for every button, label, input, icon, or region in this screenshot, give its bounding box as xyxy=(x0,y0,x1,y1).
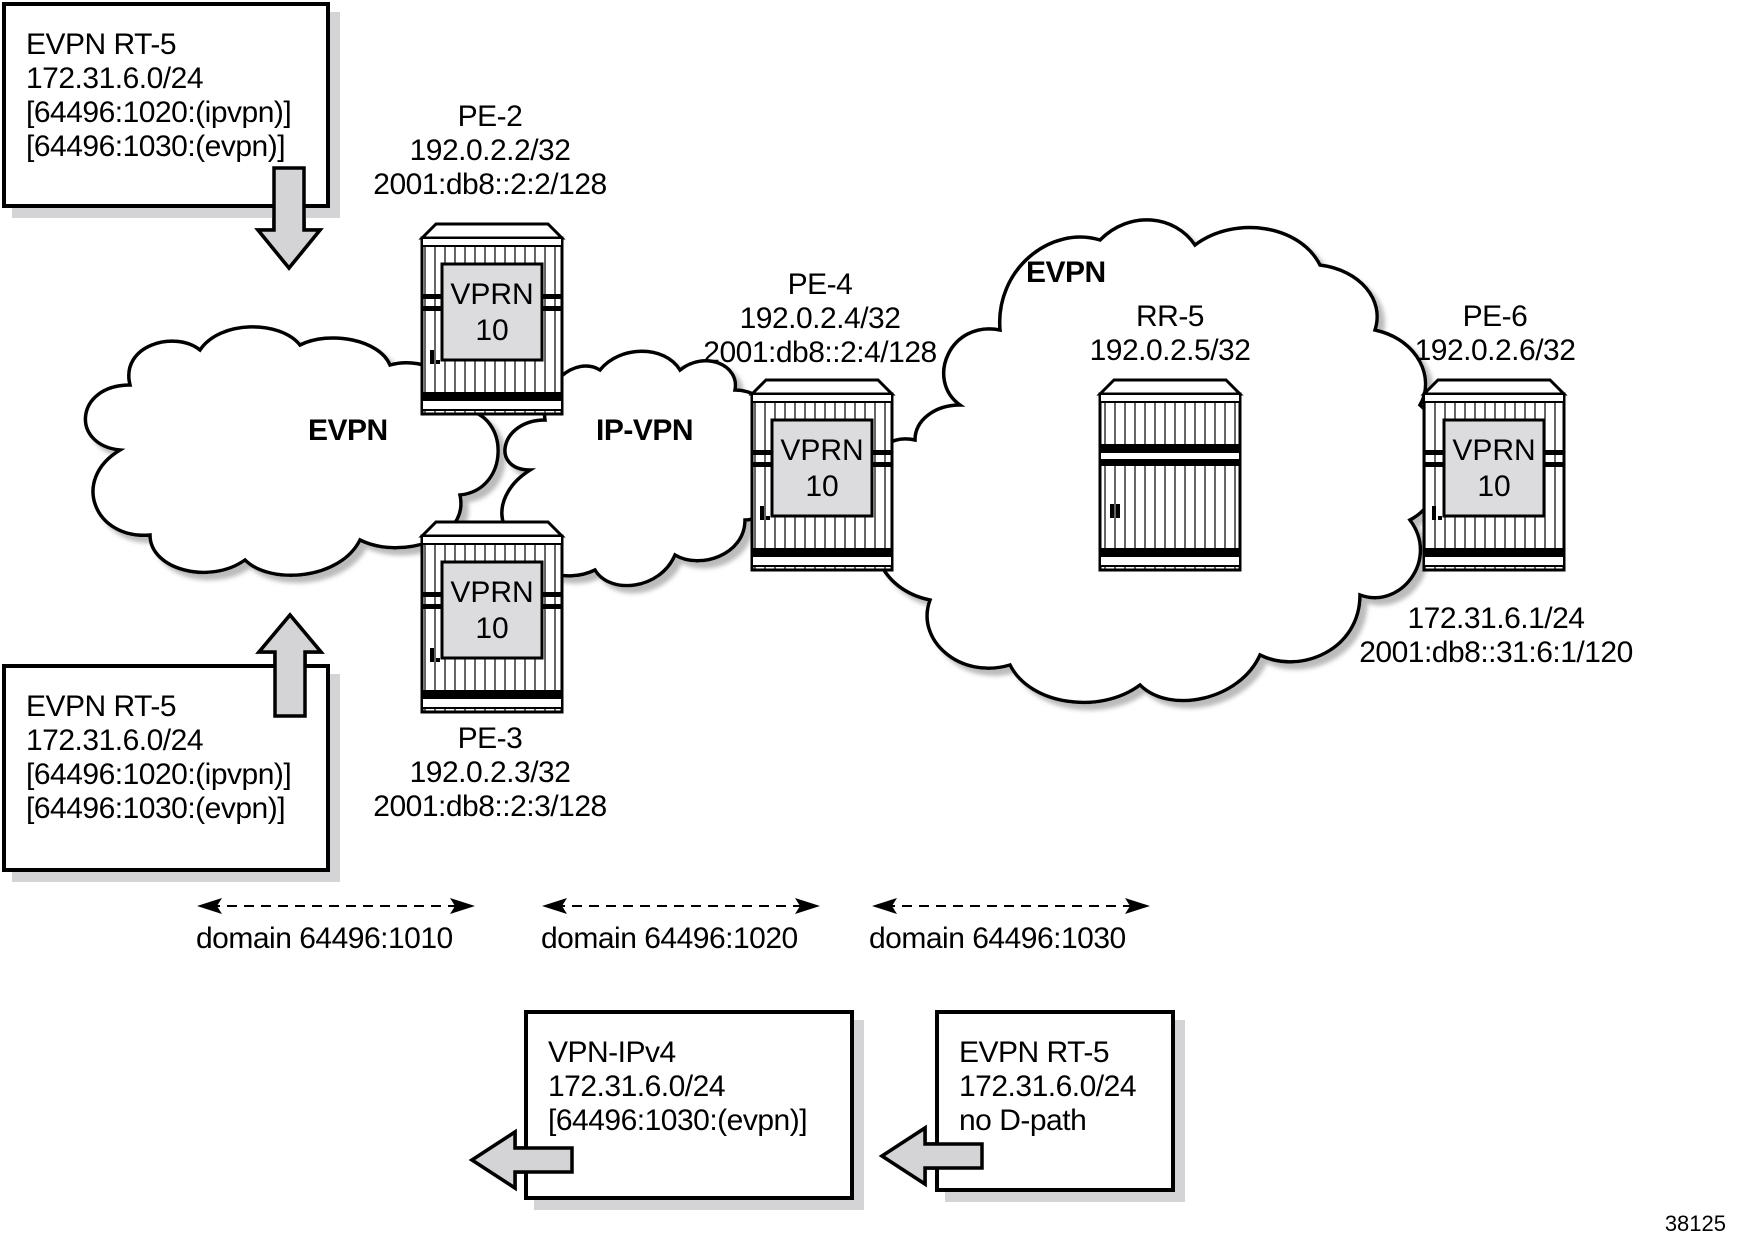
node-name: PE-6 xyxy=(1462,300,1528,333)
route-dpath: [64496:1020:(ipvpn)] xyxy=(26,96,292,129)
pe6-vprn-address-label: 172.31.6.1/24 2001:db8::31:6:1/120 xyxy=(1316,602,1676,670)
evpn-cloud-left xyxy=(83,325,500,577)
domain-range-1030 xyxy=(872,898,1150,914)
vprn-ipv4: 172.31.6.1/24 xyxy=(1407,602,1585,635)
pe2-label: PE-2 192.0.2.2/32 2001:db8::2:2/128 xyxy=(360,100,620,202)
route-prefix: 172.31.6.0/24 xyxy=(959,1070,1137,1103)
domain-label-1010: domain 64496:1010 xyxy=(196,922,453,955)
route-dpath-status: no D-path xyxy=(959,1104,1087,1137)
service-id: 10 xyxy=(1477,470,1510,503)
node-ipv4: 192.0.2.5/32 xyxy=(1089,334,1251,367)
node-ipv6: 2001:db8::2:2/128 xyxy=(373,168,607,201)
node-ipv6: 2001:db8::2:3/128 xyxy=(373,790,607,823)
node-name: PE-4 xyxy=(787,268,853,301)
pe6-label: PE-6 192.0.2.6/32 xyxy=(1365,300,1625,368)
cloud-label-ipvpn: IP-VPN xyxy=(596,414,694,447)
node-ipv4: 192.0.2.3/32 xyxy=(409,756,571,789)
service-id: 10 xyxy=(805,470,838,503)
domain-range-1020 xyxy=(542,898,820,914)
service-type: VPRN xyxy=(1452,434,1535,467)
figure-id: 38125 xyxy=(1664,1211,1726,1236)
rr5-label: RR-5 192.0.2.5/32 xyxy=(1040,300,1300,368)
rr5-router-icon xyxy=(1096,378,1244,572)
domain-label-1030: domain 64496:1030 xyxy=(869,922,1126,955)
pe3-label: PE-3 192.0.2.3/32 2001:db8::2:3/128 xyxy=(360,722,620,824)
route-type: EVPN RT-5 xyxy=(26,28,177,61)
route-dpath: [64496:1030:(evpn)] xyxy=(548,1104,808,1137)
service-id: 10 xyxy=(475,612,508,645)
route-box-top-left: EVPN RT-5 172.31.6.0/24 [64496:1020:(ipv… xyxy=(2,2,330,208)
domain-label-1020: domain 64496:1020 xyxy=(541,922,798,955)
route-dpath: [64496:1030:(evpn)] xyxy=(26,130,286,163)
vprn-ipv6: 2001:db8::31:6:1/120 xyxy=(1359,636,1633,669)
route-type: VPN-IPv4 xyxy=(548,1036,676,1069)
node-ipv4: 192.0.2.2/32 xyxy=(409,134,571,167)
route-box-evpn-rt5: EVPN RT-5 172.31.6.0/24 no D-path xyxy=(935,1010,1175,1192)
pe4-label: PE-4 192.0.2.4/32 2001:db8::2:4/128 xyxy=(690,268,950,370)
route-box-vpn-ipv4: VPN-IPv4 172.31.6.0/24 [64496:1030:(evpn… xyxy=(524,1010,854,1200)
node-ipv4: 192.0.2.6/32 xyxy=(1414,334,1576,367)
cloud-label-evpn-right: EVPN xyxy=(1026,256,1106,289)
node-ipv6: 2001:db8::2:4/128 xyxy=(703,336,937,369)
route-prefix: 172.31.6.0/24 xyxy=(26,62,204,95)
service-type: VPRN xyxy=(780,434,863,467)
node-name: PE-3 xyxy=(457,722,523,755)
node-ipv4: 192.0.2.4/32 xyxy=(739,302,901,335)
node-name: RR-5 xyxy=(1135,300,1205,333)
cloud-label-evpn-left: EVPN xyxy=(308,414,388,447)
service-type: VPRN xyxy=(450,278,533,311)
route-type: EVPN RT-5 xyxy=(26,690,177,723)
route-dpath: [64496:1030:(evpn)] xyxy=(26,792,286,825)
node-name: PE-2 xyxy=(457,100,523,133)
route-type: EVPN RT-5 xyxy=(959,1036,1110,1069)
route-dpath: [64496:1020:(ipvpn)] xyxy=(26,758,292,791)
route-box-bottom-left: EVPN RT-5 172.31.6.0/24 [64496:1020:(ipv… xyxy=(2,664,330,872)
route-prefix: 172.31.6.0/24 xyxy=(548,1070,726,1103)
service-id: 10 xyxy=(475,314,508,347)
service-type: VPRN xyxy=(450,576,533,609)
route-prefix: 172.31.6.0/24 xyxy=(26,724,204,757)
domain-range-1010 xyxy=(197,898,475,914)
